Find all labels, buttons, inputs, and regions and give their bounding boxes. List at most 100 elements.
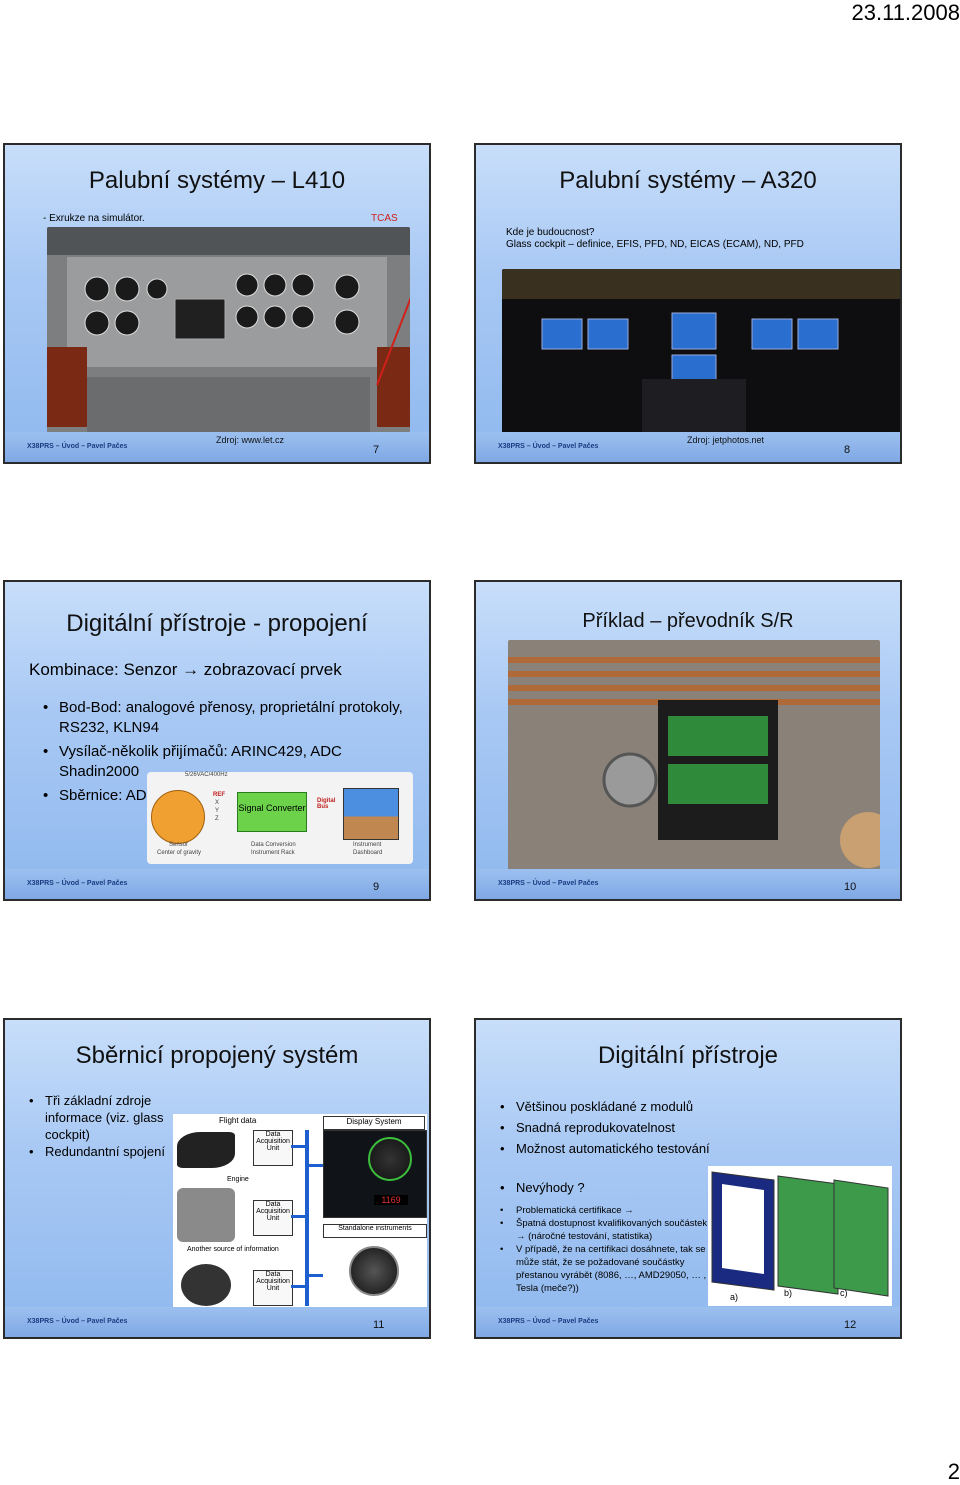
bullet-item: Nevýhody ?	[500, 1180, 585, 1195]
conversion-sublabel: Instrument Rack	[251, 850, 295, 856]
bullet-item: Redundantní spojení	[29, 1143, 171, 1160]
engine-icon	[177, 1188, 235, 1242]
slide-8: Palubní systémy – A320 Kde je budoucnost…	[474, 143, 902, 464]
aircraft-icon	[177, 1132, 235, 1168]
slide-number: 10	[844, 881, 857, 893]
sensor-circle	[151, 790, 205, 844]
y-label: Y	[215, 808, 220, 814]
signal-diagram: 5/26VAC/400Hz REF X Y Z Signal Converter…	[147, 772, 413, 864]
power-label: 5/26VAC/400Hz	[185, 772, 228, 778]
sub-bullet-item: Špatná dostupnost kvalifikovaných součás…	[500, 1217, 708, 1243]
bullet-item: Snadná reprodukovatelnost	[500, 1117, 880, 1138]
z-label: Z	[215, 816, 219, 822]
fig-label-a: a)	[730, 1292, 739, 1302]
bullet-item: Vysílač-několik přijímačů: ARINC429, ADC…	[43, 742, 344, 782]
footer-author: X38PRS – Úvod – Pavel Pačes	[27, 1318, 128, 1325]
standalone-gauge	[349, 1246, 399, 1296]
conversion-label: Data Conversion	[251, 842, 296, 848]
cockpit-photo-l410	[47, 227, 410, 433]
rpm-gauge	[368, 1137, 412, 1181]
ref-label: REF	[213, 792, 225, 798]
slide-title: Palubní systémy – A320	[559, 167, 817, 194]
slide-7: Palubní systémy – L410 - Exrukze na simu…	[3, 143, 431, 464]
instrument-label: Instrument	[353, 842, 382, 848]
footer-author: X38PRS – Úvod – Pavel Pačes	[498, 880, 599, 887]
bullet-question: Nevýhody ?	[500, 1180, 585, 1195]
bullet-list: Bod-Bod: analogové přenosy, proprietální…	[43, 698, 413, 806]
modules-illustration	[711, 1171, 889, 1297]
bus-line	[305, 1130, 309, 1306]
slide-number: 11	[373, 1319, 385, 1331]
bullet-item: Sběrnice: ADFX	[43, 786, 413, 806]
slide-footer: X38PRS – Úvod – Pavel Pačes 12	[476, 1307, 900, 1337]
slide-number: 7	[373, 444, 380, 456]
slide-footer: X38PRS – Úvod – Pavel Pačes 10	[476, 869, 900, 899]
slide-title: Příklad – převodník S/R	[582, 610, 794, 632]
fig-label-b: b)	[784, 1288, 793, 1298]
bus-link-2	[291, 1215, 305, 1218]
digital-bus-label: Digital Bus	[317, 798, 336, 810]
image-source: Zdroj: www.let.cz	[216, 435, 285, 445]
instrument-display	[343, 788, 399, 840]
slide-number: 9	[373, 881, 380, 893]
x-label: X	[215, 800, 220, 806]
slide-line-1: Kde je budoucnost?	[506, 227, 595, 238]
footer-author: X38PRS – Úvod – Pavel Pačes	[498, 1318, 599, 1325]
instrument-sublabel: Dashboard	[353, 850, 383, 856]
slide-title: Digitální přístroje	[597, 1042, 779, 1069]
page-number: 2	[947, 1459, 960, 1484]
footer-author: X38PRS – Úvod – Pavel Pačes	[498, 443, 599, 450]
flight-data-label: Flight data	[219, 1116, 257, 1125]
slide-title: Sběrnicí propojený systém	[75, 1042, 359, 1069]
ems-readout: 1169	[374, 1195, 408, 1205]
cockpit-photo-a320	[502, 269, 900, 435]
image-source: Zdroj: jetphotos.net	[687, 435, 765, 445]
sensor-sublabel: Center of gravity	[157, 850, 202, 856]
tcas-label: TCAS	[371, 213, 398, 224]
bus-diagram: Flight data Display System Engine Anothe…	[173, 1114, 427, 1310]
slide-footer: X38PRS – Úvod – Pavel Pačes Zdroj: jetph…	[476, 432, 900, 462]
sub-bullet-item: V případě, že na certifikaci dosáhnete, …	[500, 1243, 708, 1295]
header-date: 23.11.2008	[851, 0, 960, 25]
display-system-title: Display System	[323, 1116, 425, 1130]
satellite-icon	[181, 1264, 231, 1306]
fig-label-c: c)	[840, 1288, 848, 1298]
standalone-label: Standalone instruments	[323, 1224, 427, 1238]
slide-footer: X38PRS – Úvod – Pavel Pačes Zdroj: www.l…	[5, 432, 429, 462]
converter-photo	[508, 640, 880, 872]
dau-box-1: Data Acquisition Unit	[253, 1130, 293, 1166]
engine-label: Engine	[227, 1176, 249, 1183]
bus-link-3	[291, 1285, 305, 1288]
sub-bullet-item: Problematická certifikace →	[500, 1204, 708, 1217]
slide-number: 8	[844, 444, 851, 456]
signal-converter-box: Signal Converter	[237, 792, 307, 832]
ems-display: 1169	[323, 1130, 427, 1218]
footer-author: X38PRS – Úvod – Pavel Pačes	[27, 443, 128, 450]
slide-9: Digitální přístroje - propojení Kombinac…	[3, 580, 431, 901]
slide-line-2: Glass cockpit – definice, EFIS, PFD, ND,…	[506, 239, 804, 250]
bullet-list: Tři základní zdroje informace (viz. glas…	[29, 1092, 171, 1160]
modules-figure: a) b) c)	[708, 1166, 892, 1306]
slide-title: Palubní systémy – L410	[88, 167, 346, 194]
cockpit-illustration	[47, 227, 410, 433]
another-source-label: Another source of information	[187, 1246, 279, 1253]
slide-footer: X38PRS – Úvod – Pavel Pačes 11	[5, 1307, 429, 1337]
bullet-list: Většinou poskládané z modulů Snadná repr…	[500, 1096, 880, 1159]
sub-bullet-list: Problematická certifikace → Špatná dostu…	[500, 1204, 708, 1295]
bus-link-1	[291, 1145, 305, 1148]
bus-link-standalone	[309, 1274, 323, 1277]
slide-footer: X38PRS – Úvod – Pavel Pačes 9	[5, 869, 429, 899]
slide-10: Příklad – převodník S/R X38PRS – Úvod – …	[474, 580, 902, 901]
sensor-label: Sensor	[169, 842, 189, 848]
dau-box-3: Data Acquisition Unit	[253, 1270, 293, 1306]
converter-illustration	[508, 640, 880, 872]
slide-number: 12	[844, 1319, 857, 1331]
bullet-item: Většinou poskládané z modulů	[500, 1096, 880, 1117]
slide-title: Digitální přístroje - propojení	[66, 610, 368, 637]
bullet-item: Tři základní zdroje informace (viz. glas…	[29, 1092, 171, 1143]
bullet-item: Možnost automatického testování	[500, 1138, 880, 1159]
bullet-item: Bod-Bod: analogové přenosy, proprietální…	[43, 698, 413, 738]
slide-intro: Kombinace: Senzor → zobrazovací prvek	[29, 660, 342, 679]
footer-author: X38PRS – Úvod – Pavel Pačes	[27, 880, 128, 887]
glass-cockpit-illustration	[502, 269, 900, 435]
